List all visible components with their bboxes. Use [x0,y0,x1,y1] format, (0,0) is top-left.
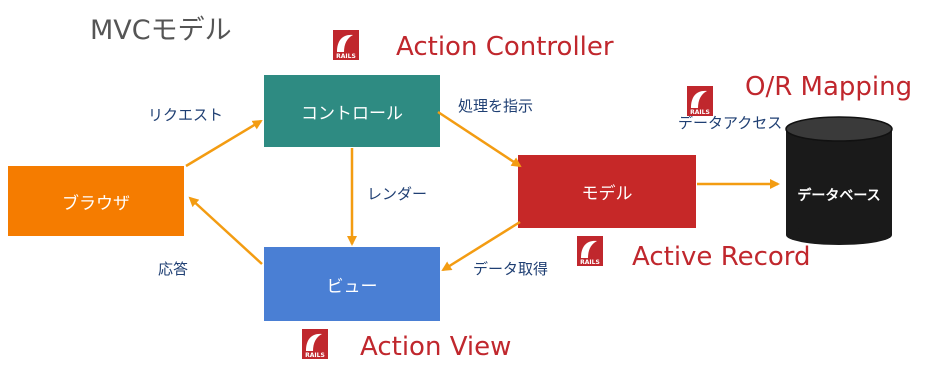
request-arrow [185,119,263,168]
rails-logo-icon: RAILS [333,30,359,60]
response-label: 応答 [158,260,189,278]
or-mapping-label: O/R Mapping [745,72,913,102]
instruct-arrow [437,110,522,168]
view-label: ビュー [326,276,378,297]
rails-logo-text: RAILS [690,109,710,116]
fetch-arrow [441,220,521,272]
database-label: データベース [797,188,881,204]
action-view-label: Action View [360,332,512,362]
model-label: モデル [581,184,633,204]
diagram-title: MVCモデル [90,15,232,46]
rails-logo-icon: RAILS [687,86,713,116]
browser-label: ブラウザ [62,193,130,214]
data-access-label: データアクセス [678,114,783,132]
active-record-label: Active Record [632,242,811,272]
fetch-label: データ取得 [473,260,549,278]
rails-logo-text: RAILS [305,352,325,359]
model-box: モデル [518,155,696,228]
request-label: リクエスト [148,106,224,124]
rails-logo-icon: RAILS [302,329,328,359]
browser-box: ブラウザ [8,166,184,236]
action-controller-label: Action Controller [396,32,614,62]
rails-logo-text: RAILS [580,259,600,266]
rails-logo-text: RAILS [336,53,356,60]
view-box: ビュー [264,247,440,321]
controller-box: コントロール [264,75,440,147]
instruct-label: 処理を指示 [458,97,534,115]
database-cylinder [785,116,893,245]
controller-label: コントロール [301,103,403,124]
rails-logo-icon: RAILS [577,236,603,266]
response-arrow [188,196,263,265]
render-label: レンダー [367,185,428,203]
